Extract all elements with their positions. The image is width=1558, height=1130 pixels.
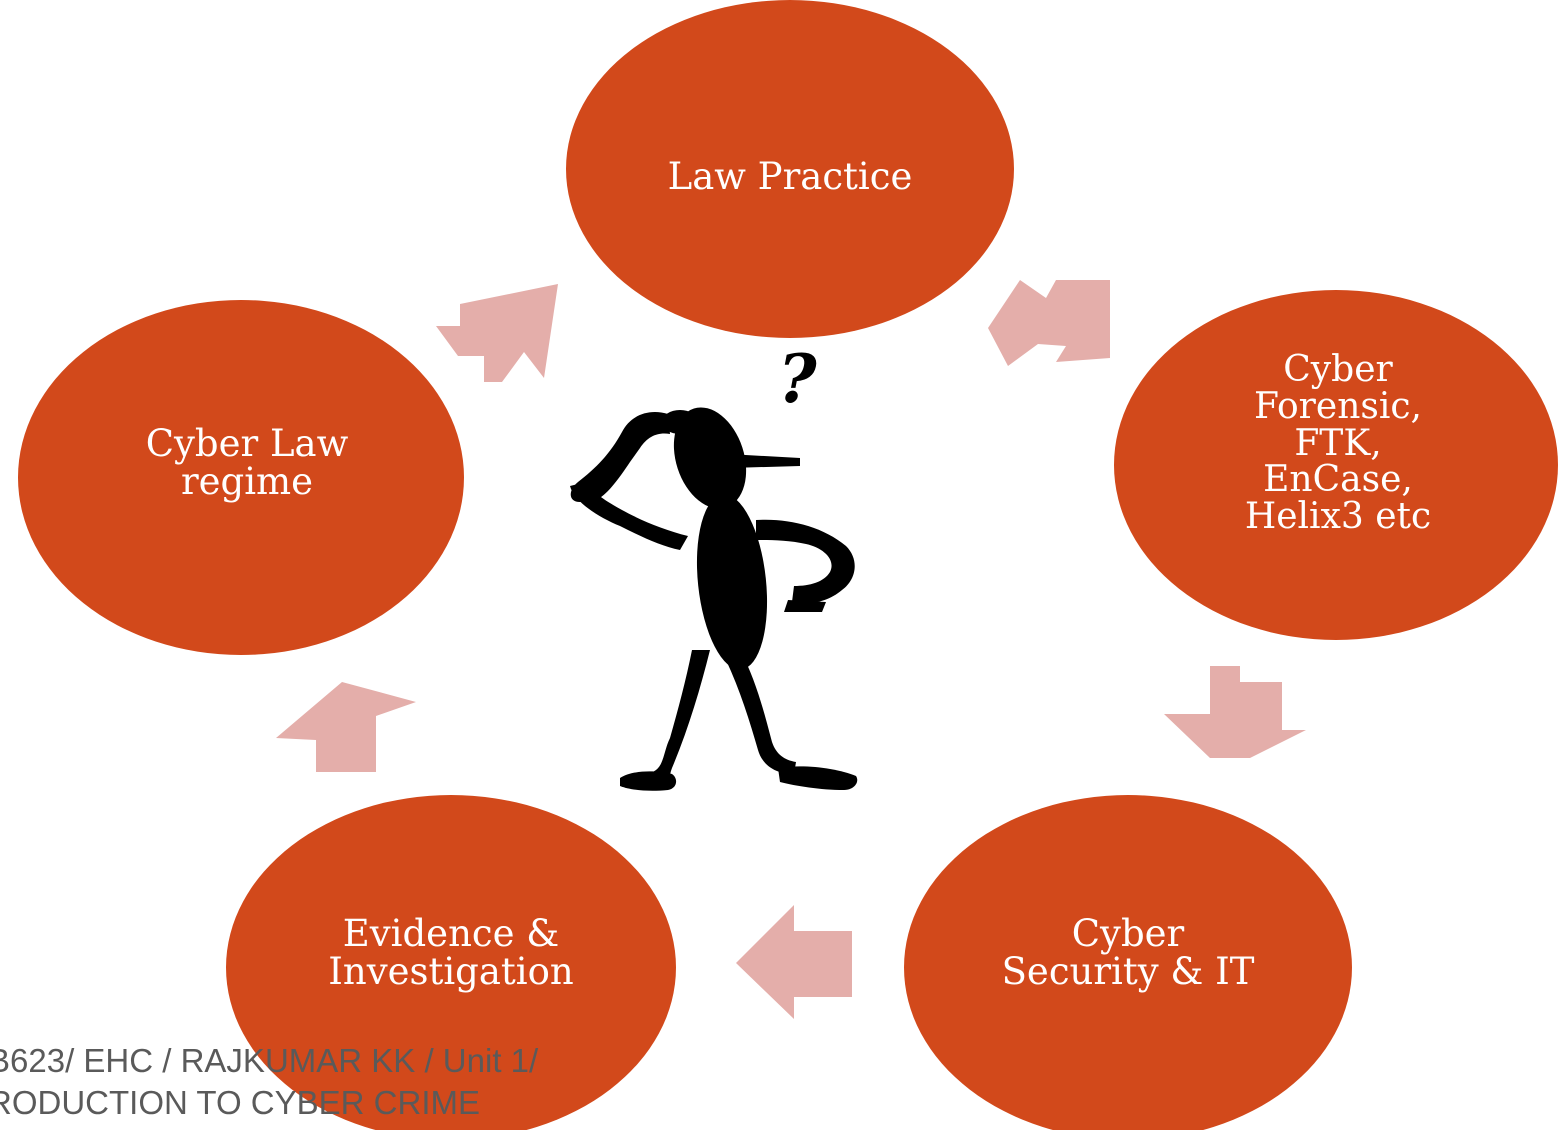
- node-label: Cyber Security & IT: [1001, 911, 1255, 993]
- arrow-cyber-forensic-to-cyber-security: [1164, 666, 1306, 758]
- node-label: Evidence & Investigation: [328, 911, 574, 993]
- node-label: Cyber Law regime: [145, 421, 349, 503]
- footer-text: B623/ EHC / RAJKUMAR KK / Unit 1/ RODUCT…: [0, 1040, 538, 1124]
- node-evidence-investigation: Evidence & Investigation: [226, 795, 676, 1130]
- question-mark-text: ?: [778, 340, 818, 418]
- node-law-practice: Law Practice: [566, 0, 1014, 338]
- footer-line-1: B623/ EHC / RAJKUMAR KK / Unit 1/: [0, 1042, 539, 1079]
- node-cyber-security: Cyber Security & IT: [904, 795, 1352, 1130]
- arrow-evidence-to-cyber-law: [276, 682, 416, 772]
- node-cyber-forensic: Cyber Forensic, FTK, EnCase, Helix3 etc: [1114, 290, 1558, 640]
- arrow-cyber-law-to-law-practice: [436, 284, 558, 382]
- thinking-stick-figure-icon: ?: [570, 340, 858, 791]
- node-label: Law Practice: [667, 155, 913, 198]
- node-cyber-law-regime: Cyber Law regime: [18, 300, 464, 655]
- arrow-cyber-security-to-evidence: [736, 905, 852, 1019]
- node-label: Cyber Forensic, FTK, EnCase, Helix3 etc: [1244, 349, 1432, 538]
- footer-line-2: RODUCTION TO CYBER CRIME: [0, 1084, 480, 1121]
- arrow-law-practice-to-cyber-forensic: [988, 280, 1110, 366]
